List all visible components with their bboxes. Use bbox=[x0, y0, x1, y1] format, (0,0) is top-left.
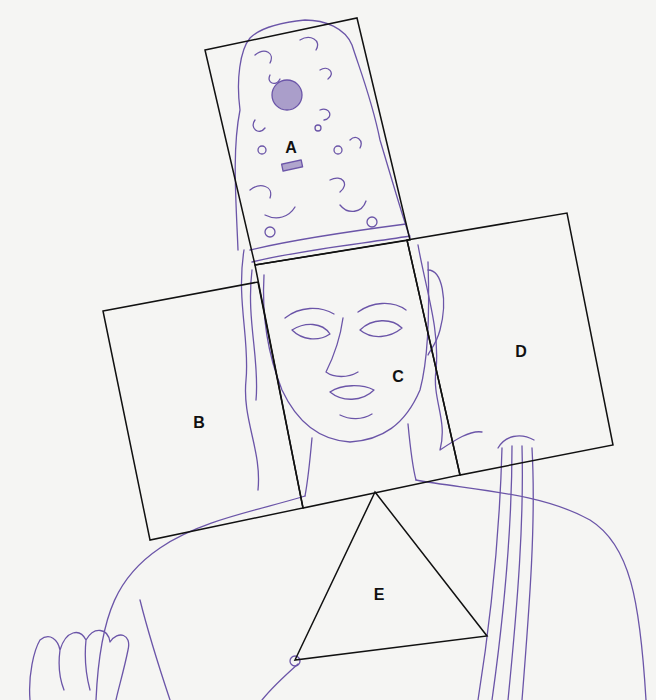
region-outline bbox=[205, 18, 410, 265]
hair-lock bbox=[418, 245, 482, 450]
neck bbox=[305, 424, 416, 496]
proportion-region: E bbox=[295, 492, 487, 660]
region-outline bbox=[255, 240, 460, 508]
chest-ring bbox=[290, 656, 300, 666]
region-outline bbox=[407, 213, 613, 475]
shoulder bbox=[416, 480, 646, 700]
region-letter: A bbox=[283, 139, 299, 157]
face-outline bbox=[264, 262, 429, 442]
eyes bbox=[292, 321, 402, 339]
region-letter: D bbox=[513, 343, 529, 361]
brows bbox=[285, 303, 406, 318]
region-outline bbox=[103, 282, 303, 540]
crown-bead bbox=[367, 217, 377, 227]
crown-jewel bbox=[272, 80, 302, 110]
crown-band bbox=[250, 224, 410, 262]
crown-bead bbox=[265, 227, 275, 237]
mouth bbox=[330, 386, 374, 419]
crown-bead bbox=[315, 125, 321, 131]
shoulder bbox=[96, 496, 305, 700]
sash bbox=[478, 436, 534, 700]
hair-lock bbox=[241, 250, 258, 490]
region-outline-svg bbox=[255, 240, 460, 508]
crown-ornament bbox=[250, 38, 366, 218]
region-outline bbox=[295, 492, 487, 660]
proportion-region: D bbox=[407, 213, 613, 475]
proportion-region: A bbox=[205, 18, 410, 265]
hand bbox=[30, 630, 129, 700]
crown-outline bbox=[235, 20, 410, 250]
ear bbox=[428, 270, 444, 355]
region-letter: C bbox=[390, 368, 406, 386]
region-outline-svg bbox=[407, 213, 613, 475]
crown-bead bbox=[334, 146, 342, 154]
region-outline-svg bbox=[205, 18, 410, 265]
crown-gem bbox=[282, 160, 303, 171]
region-outline-svg bbox=[295, 492, 487, 660]
nose bbox=[326, 318, 358, 377]
chest-line bbox=[140, 600, 298, 700]
region-letter: B bbox=[191, 414, 207, 432]
region-letter: E bbox=[372, 586, 387, 604]
proportion-region: B bbox=[103, 282, 303, 540]
region-outline-svg bbox=[103, 282, 303, 540]
crown-bead bbox=[258, 146, 266, 154]
proportion-region: C bbox=[255, 240, 460, 508]
